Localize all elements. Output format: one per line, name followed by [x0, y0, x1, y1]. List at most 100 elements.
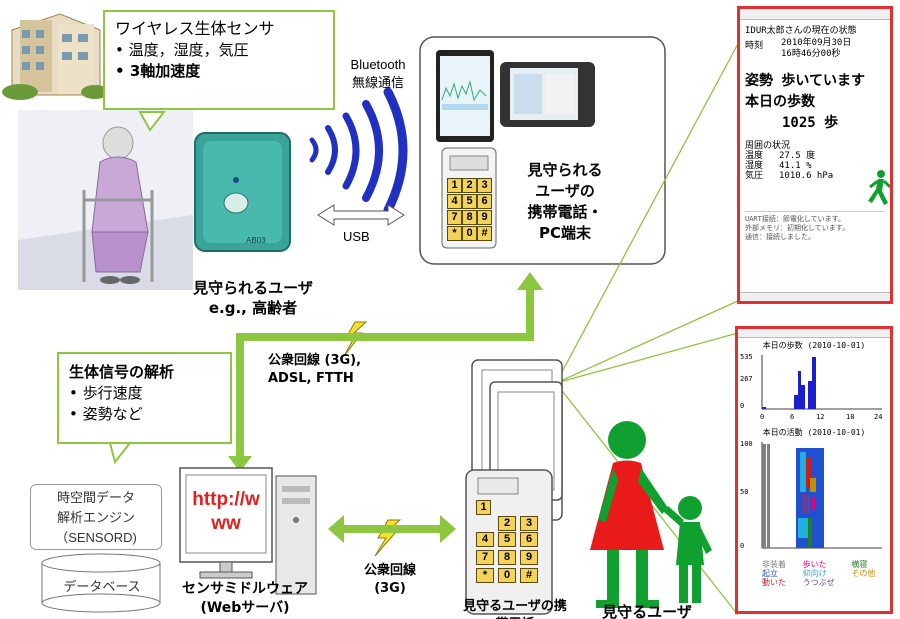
- steps-bar: [798, 371, 801, 409]
- public-line-top-line2: ADSL, FTTH: [268, 371, 354, 386]
- activity-bar: [802, 494, 810, 514]
- activity-bar: [806, 458, 812, 488]
- w-key-7: 7: [476, 550, 494, 565]
- analysis-bullet-2: • 姿勢など: [69, 405, 143, 423]
- umpc-photo: [500, 62, 595, 127]
- usb-label: USB: [343, 229, 370, 244]
- analysis-callout-title: 生体信号の解析: [69, 363, 175, 381]
- steps-bar: [794, 395, 798, 409]
- steps-bar: [808, 381, 812, 409]
- terminal-label-line4: PC端末: [538, 224, 591, 242]
- watcher-phone-label: 見守るユーザの携帯電話: [463, 599, 567, 619]
- key-star: *: [447, 226, 462, 241]
- walking-person-icon: [868, 170, 890, 205]
- database-label: データベース: [63, 579, 141, 594]
- sensor-bullet-1: • 温度，湿度，気圧: [115, 41, 249, 59]
- sensor-device-label: AB03: [246, 236, 266, 245]
- activity-ytick-top: 100: [740, 440, 753, 448]
- w-key-8: 8: [498, 550, 516, 565]
- x-tick: 24: [874, 413, 882, 421]
- engine-line2: 解析エンジン: [56, 510, 135, 525]
- analysis-engine-box: 時空間データ 解析エンジン （SENSORD): [30, 484, 162, 550]
- watcher-label: 見守るユーザ: [602, 603, 692, 619]
- legend-item: 仰向け: [802, 569, 827, 578]
- status-footer-line2: 外部メモリ：初期化しています。: [745, 224, 850, 232]
- status-date: 2010年09月30日: [781, 38, 852, 48]
- w-key-hash: #: [520, 568, 538, 583]
- status-screen: IDUR太郎さんの現在の状態 時刻 2010年09月30日 16時46分00秒 …: [737, 6, 893, 304]
- status-footer-line3: 通信：接続しました。: [745, 233, 815, 241]
- terminal-label-line2: ユーザの: [535, 182, 595, 200]
- activity-bar: [818, 448, 824, 548]
- terminal-label-line1: 見守られる: [527, 161, 603, 179]
- sensor-callout: ワイヤレス生体センサ • 温度，湿度，気圧 • 3軸加速度: [103, 10, 335, 110]
- activity-bar: [810, 478, 816, 492]
- key-5: 5: [462, 194, 477, 209]
- pc-tower: [275, 475, 317, 595]
- activity-bar: [808, 518, 812, 548]
- terminal-keypad: 1 2 3 4 5 6 7 8 9 * 0 #: [447, 178, 495, 246]
- activity-ytick-bottom: 0: [740, 542, 744, 550]
- usb-double-arrow: [317, 204, 405, 226]
- activity-bar: [812, 498, 816, 510]
- steps-ytick-top: 535: [740, 353, 753, 361]
- w-key-6: 6: [520, 532, 538, 547]
- public-line-bottom-line1: 公衆回線: [363, 563, 416, 578]
- middleware-label-line1: センサミドルウェア: [182, 581, 308, 597]
- pc-monitor: [179, 467, 273, 579]
- activity-bar: [762, 444, 766, 548]
- database-cylinder: [41, 553, 161, 613]
- bluetooth-label: Bluetooth 無線通信: [328, 56, 428, 92]
- data-flow-arrows: [228, 272, 543, 543]
- activity-legend: 非装着 歩いた 横寝 起立 仰向け その他 動いた うつぶせ: [738, 560, 890, 587]
- activity-chart-title: 本日の活動 (2010-10-01): [762, 428, 866, 437]
- status-time-row: 時刻 2010年09月30日 16時46分00秒: [740, 36, 890, 60]
- terminal-label-line3: 携帯電話・: [527, 203, 603, 221]
- x-tick: 18: [846, 413, 854, 421]
- w-key-3: 3: [520, 516, 538, 531]
- public-line-bottom-line2: (3G): [374, 581, 406, 596]
- middleware-label-line2: (Webサーバ): [200, 600, 290, 616]
- status-screen-topbar: [740, 9, 890, 20]
- status-header: IDUR太郎さんの現在の状態: [745, 26, 857, 36]
- smartphone-photo: [436, 50, 494, 142]
- bluetooth-label-line1: Bluetooth: [350, 57, 406, 72]
- legend-item: うつぶせ: [802, 578, 835, 587]
- w-key-0: 0: [498, 568, 516, 583]
- sensor-bullet-2: • 3軸加速度: [115, 62, 201, 80]
- x-tick: 0: [760, 413, 764, 421]
- steps-bar: [812, 357, 816, 409]
- monitor-url-text: http://www: [192, 489, 260, 534]
- bluetooth-wave-icon: [309, 87, 408, 215]
- legend-item: 歩いた: [802, 560, 827, 569]
- chart-screen-topbar: [738, 329, 890, 338]
- activity-bar: [800, 452, 806, 492]
- key-4: 4: [447, 194, 462, 209]
- public-line-top-line1: 公衆回線 (3G),: [268, 353, 362, 368]
- watched-user-label-line2: e.g., 高齢者: [208, 299, 298, 317]
- status-posture: 姿勢 歩いています: [745, 73, 866, 89]
- status-screen-bottombar: [740, 292, 890, 301]
- analysis-callout-tail: [108, 442, 133, 465]
- steps-chart: 535 267 0 0 6 12 18 24: [740, 353, 882, 421]
- legend-item: 動いた: [762, 578, 786, 587]
- key-7: 7: [447, 210, 462, 225]
- status-steps-value: 1025 歩: [782, 115, 839, 131]
- watched-user-label: 見守られるユーザ e.g., 高齢者: [178, 278, 328, 318]
- key-3: 3: [477, 178, 492, 193]
- activity-chart-screen: 本日の歩数 (2010-10-01) 535 267 0 0 6 12 18 2…: [735, 326, 893, 614]
- watched-terminal-label: 見守られる ユーザの 携帯電話・ PC端末: [505, 160, 625, 244]
- wireless-sensor-device: [194, 132, 291, 252]
- analysis-bullet-1: • 歩行速度: [69, 384, 143, 402]
- steps-ytick-mid: 267: [740, 375, 753, 383]
- building-icon: [2, 13, 109, 100]
- key-9: 9: [477, 210, 492, 225]
- activity-chart: 100 50 0: [740, 440, 882, 550]
- steps-chart-title: 本日の歩数 (2010-10-01): [762, 341, 866, 350]
- activity-bar: [767, 444, 770, 548]
- sensor-callout-title: ワイヤレス生体センサ: [115, 19, 275, 38]
- status-steps-title: 本日の歩数: [745, 94, 815, 110]
